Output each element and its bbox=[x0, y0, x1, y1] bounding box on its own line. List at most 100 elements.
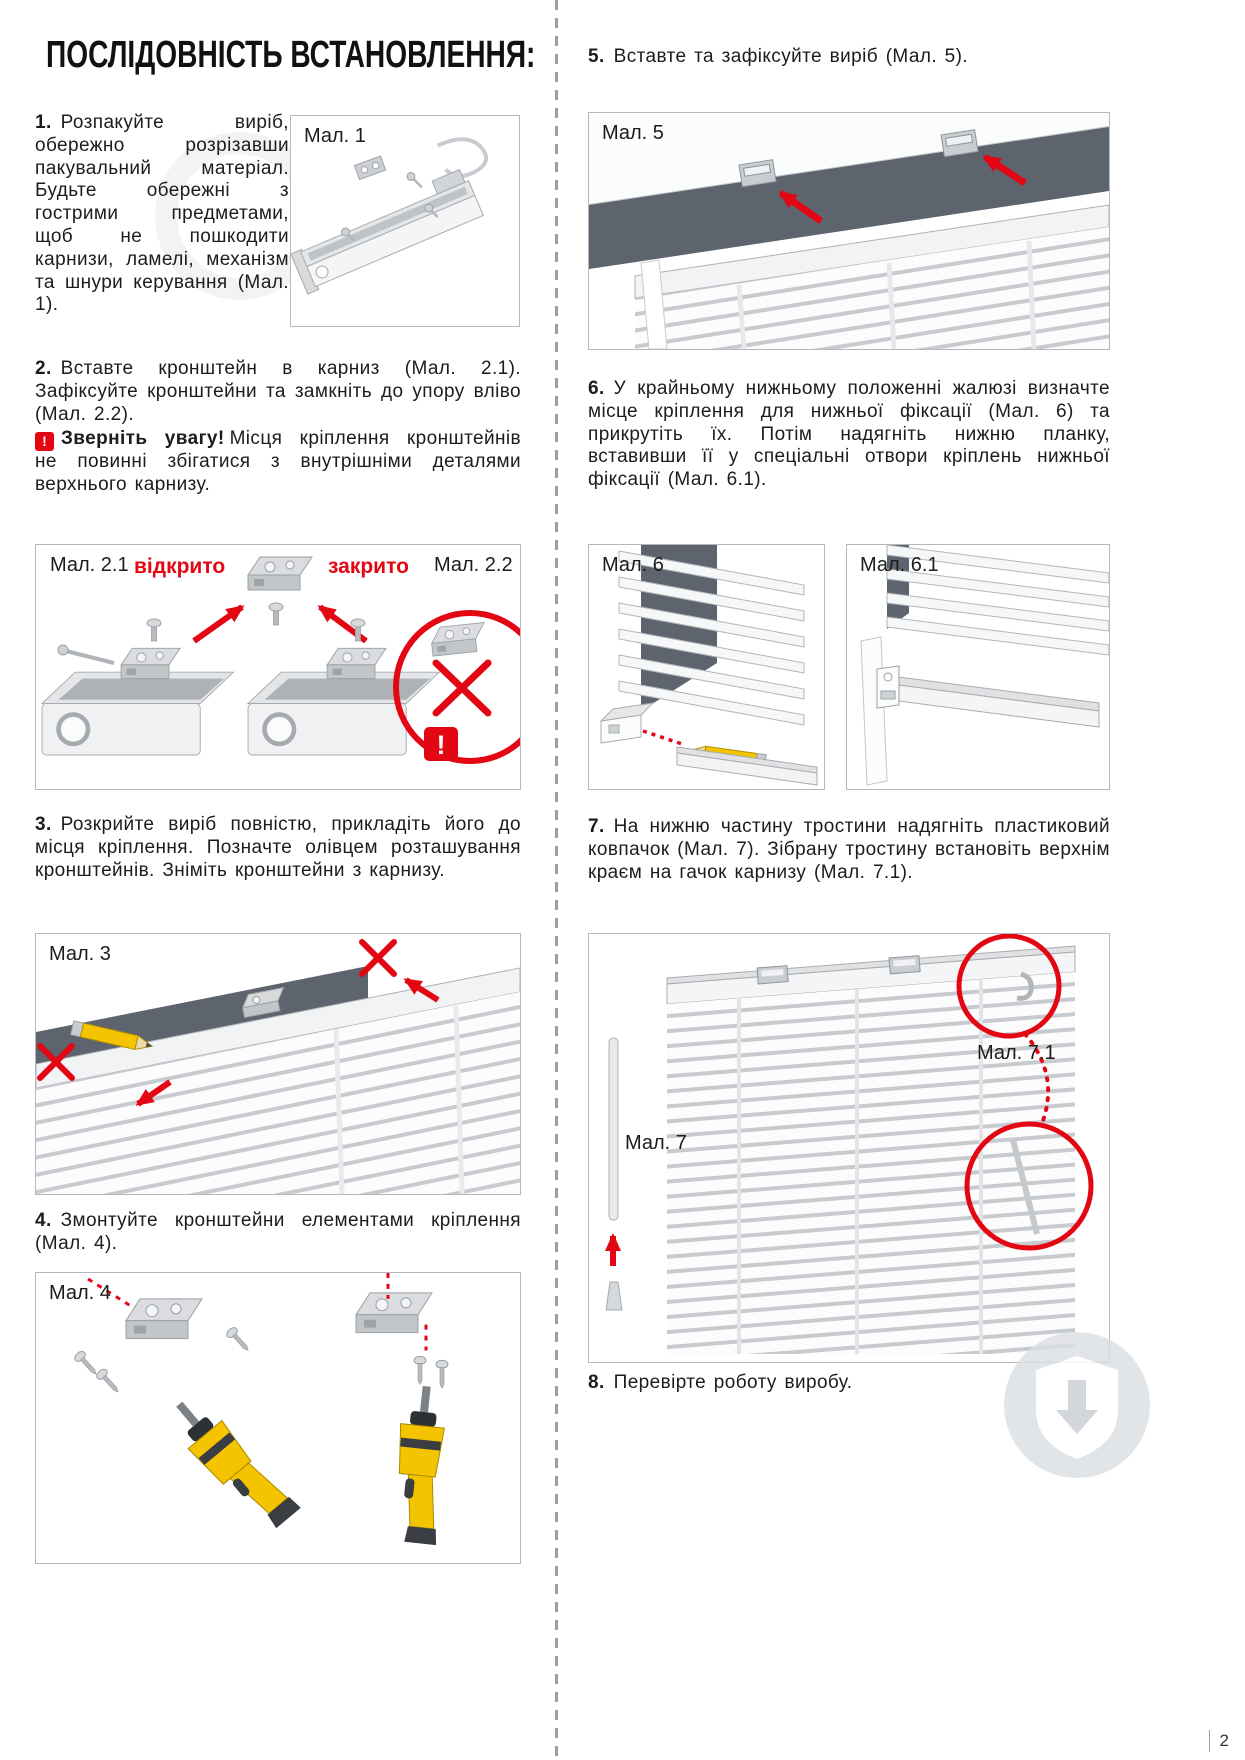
window-recess bbox=[887, 545, 909, 629]
red-cross-icon bbox=[432, 659, 492, 717]
figure-4: Мал. 4 bbox=[35, 1272, 521, 1564]
wand-hook-detail bbox=[1010, 1139, 1040, 1235]
control-cord-icon bbox=[436, 137, 489, 178]
bracket-icon bbox=[125, 1298, 203, 1340]
page-number: 2 bbox=[1208, 1730, 1229, 1752]
bottom-rail-illustration bbox=[860, 545, 1109, 786]
brand-watermark bbox=[1002, 1330, 1152, 1480]
red-arrow-icon bbox=[982, 154, 1027, 186]
figure-7-label: Мал. 7 bbox=[625, 1132, 687, 1154]
highlight-circle bbox=[393, 610, 520, 764]
fixation-clip-icon bbox=[876, 665, 900, 709]
red-arrow-icon bbox=[135, 1079, 172, 1107]
figure-6-1: Мал. 6.1 bbox=[846, 544, 1110, 790]
blind-slats bbox=[667, 972, 1075, 1354]
red-arrow-icon bbox=[778, 190, 824, 224]
figure-5: Мал. 5 bbox=[588, 112, 1110, 350]
red-arrow-icon bbox=[192, 604, 245, 644]
figure-6: Мал. 6 bbox=[588, 544, 825, 790]
headrail-icon bbox=[36, 967, 520, 1089]
headrail-icon bbox=[291, 168, 484, 295]
highlight-circle bbox=[956, 934, 1062, 1039]
step-2-number: 2. bbox=[35, 358, 52, 379]
headrail-icon bbox=[634, 204, 1109, 299]
step-6: 6.У крайньому нижньому положенні жалюзі … bbox=[588, 378, 1110, 492]
bracket-icon bbox=[888, 955, 921, 975]
fixation-clip-icon bbox=[599, 702, 655, 744]
step-1-number: 1. bbox=[35, 112, 52, 133]
screw-icon bbox=[94, 1366, 124, 1397]
wall-edge bbox=[860, 636, 888, 786]
warning-icon: ! bbox=[35, 432, 54, 452]
hook-icon bbox=[1016, 971, 1034, 1001]
step-8-number: 8. bbox=[588, 1372, 605, 1393]
bottom-fixation-illustration bbox=[599, 545, 818, 786]
step-2-text: Вставте кронштейн в карниз (Мал. 2.1). З… bbox=[35, 358, 521, 425]
window-recess bbox=[589, 127, 1109, 269]
figure-2-1-label: Мал. 2.1 bbox=[50, 554, 129, 576]
red-arrow-icon bbox=[403, 977, 440, 1003]
ceiling bbox=[589, 113, 1109, 205]
figure-5-label: Мал. 5 bbox=[602, 122, 664, 144]
cornice-right bbox=[248, 647, 439, 755]
unpacked-cornice-illustration bbox=[291, 137, 489, 295]
screw-icon bbox=[224, 1325, 254, 1355]
figure-2: Мал. 2.1 відкрито закрито Мал. 2.2 bbox=[35, 544, 521, 790]
ladder-tape bbox=[640, 259, 668, 349]
blind-slats bbox=[635, 227, 1109, 349]
warning-badge bbox=[424, 727, 458, 761]
screw-icon bbox=[413, 1355, 427, 1385]
bracket-icon bbox=[940, 129, 979, 158]
drill-icon bbox=[161, 1387, 302, 1539]
step-4: 4.Змонтуйте кронштейни елементами кріпле… bbox=[35, 1210, 521, 1256]
step-8: 8. Перевірте роботу виробу. bbox=[588, 1372, 1008, 1395]
fixation-illustration bbox=[589, 113, 1109, 349]
bracket-icon bbox=[241, 986, 285, 1019]
figure-4-label: Мал. 4 bbox=[49, 1282, 111, 1304]
figure-1-label: Мал. 1 bbox=[304, 125, 366, 147]
step-4-text: Змонтуйте кронштейни елементами кріпленн… bbox=[35, 1210, 521, 1254]
guide-dashed-line bbox=[87, 1277, 133, 1309]
step-2: 2.Вставте кронштейн в карниз (Мал. 2.1).… bbox=[35, 358, 521, 497]
guide-dotted-line bbox=[1023, 1032, 1051, 1128]
bracket-icon bbox=[429, 622, 488, 657]
bracket-icon bbox=[355, 1292, 433, 1334]
pencil-icon bbox=[70, 1020, 154, 1051]
figure-2-2-label: Мал. 2.2 bbox=[434, 554, 513, 576]
bracket-icon bbox=[353, 155, 387, 181]
step-1: 1.Розпакуйте виріб, обережно розрізавши … bbox=[35, 112, 289, 317]
wand-icon bbox=[608, 1037, 619, 1221]
step-3-number: 3. bbox=[35, 814, 52, 835]
plastic-cap-icon bbox=[605, 1281, 623, 1311]
screw-icon bbox=[435, 1359, 449, 1389]
step-6-text: У крайньому нижньому положенні жалюзі ви… bbox=[588, 378, 1110, 491]
blind-slats bbox=[36, 992, 520, 1194]
step-6-number: 6. bbox=[588, 378, 605, 399]
drill-icon bbox=[387, 1383, 454, 1546]
red-cross-icon bbox=[359, 939, 397, 977]
step-1-text: Розпакуйте виріб, обережно розрізавши па… bbox=[35, 112, 289, 316]
figure-7: Мал. 7 Мал. 7.1 bbox=[588, 933, 1110, 1363]
marking-illustration bbox=[36, 939, 520, 1194]
step-8-text: Перевірте роботу виробу. bbox=[613, 1372, 853, 1393]
figure-6-label: Мал. 6 bbox=[602, 554, 664, 576]
figure-3: Мал. 3 bbox=[35, 933, 521, 1195]
svg-text:!: ! bbox=[437, 730, 446, 760]
step-7: 7.На нижню частину тростини надягніть пл… bbox=[588, 816, 1110, 884]
closed-label: закрито bbox=[328, 555, 409, 578]
step-7-number: 7. bbox=[588, 816, 605, 837]
red-cross-icon bbox=[37, 1043, 75, 1081]
blind-slats bbox=[618, 550, 805, 726]
note-text: Місця кріплення кронштейнів не повинні з… bbox=[35, 428, 521, 496]
highlight-circle bbox=[964, 1121, 1094, 1251]
bracket-icon bbox=[247, 556, 313, 591]
step-7-text: На нижню частину тростини надягніть плас… bbox=[588, 816, 1110, 883]
step-5-text: Вставте та зафіксуйте виріб (Мал. 5). bbox=[613, 46, 969, 67]
step-5: 5.Вставте та зафіксуйте виріб (Мал. 5). bbox=[588, 46, 1110, 69]
step-2-note: !Зверніть увагу!Місця кріплення кронштей… bbox=[35, 428, 521, 497]
bracket-mount-illustration: ! bbox=[36, 556, 520, 764]
bracket-icon bbox=[738, 159, 777, 188]
blind-slats bbox=[886, 545, 1109, 656]
step-3-text: Розкрийте виріб повністю, прикладіть йог… bbox=[35, 814, 521, 881]
bracket-icon bbox=[756, 965, 789, 985]
